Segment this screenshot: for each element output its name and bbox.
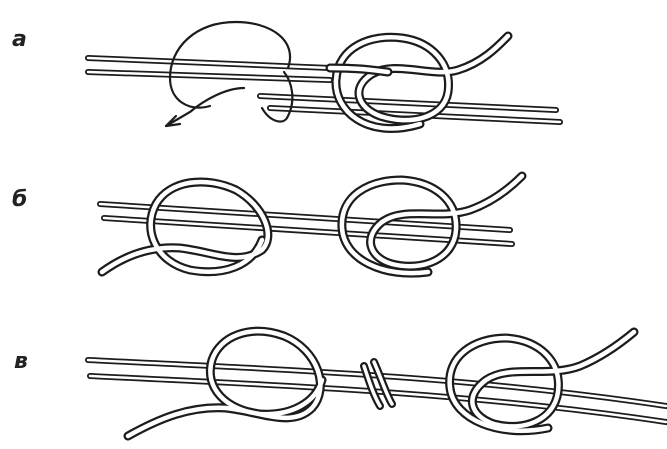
step-c-label: в <box>14 349 28 374</box>
step-b-group: б <box>12 176 522 273</box>
step-a-knot <box>330 36 508 128</box>
step-c-group: в <box>14 331 666 436</box>
step-a-label: а <box>12 27 27 52</box>
step-a-group: а <box>12 22 560 128</box>
step-c-middle-wraps <box>364 362 392 406</box>
step-a-main-lines <box>88 58 560 122</box>
step-b-label: б <box>12 187 27 212</box>
